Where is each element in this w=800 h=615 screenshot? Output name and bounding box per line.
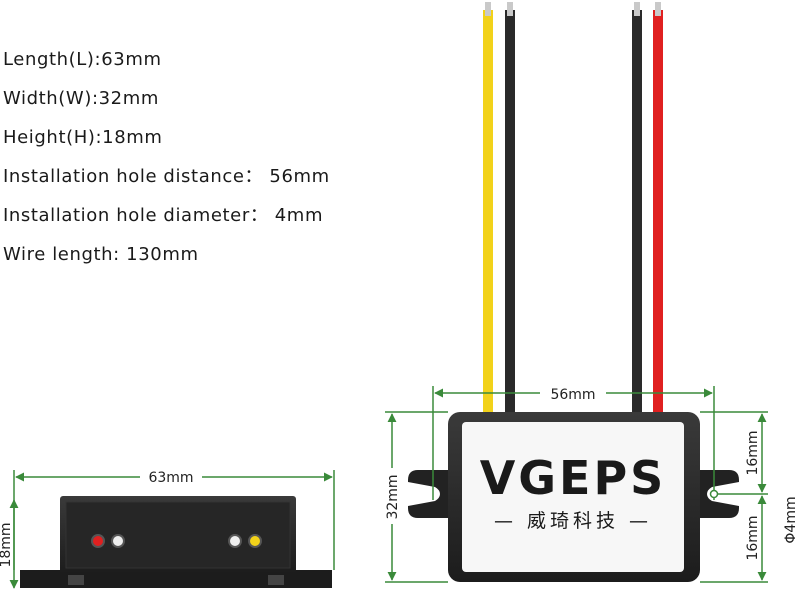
- flange-right: [692, 470, 739, 518]
- side-view: 63mm 18mm: [0, 466, 335, 589]
- brand-logo: VGEPS: [480, 451, 667, 505]
- hole-distance-label: 56mm: [550, 387, 595, 403]
- wire-tip-2: [507, 2, 513, 16]
- wire-tip-3: [634, 2, 640, 16]
- spec-width: Width(W):32mm: [3, 88, 159, 109]
- wire-tip-1: [485, 2, 491, 16]
- spec-wire-length: Wire length: 130mm: [3, 244, 199, 265]
- width-label: 32mm: [385, 474, 401, 519]
- spec-hole-distance: Installation hole distance： 56mm: [3, 166, 330, 187]
- wire-black-left: [505, 10, 515, 425]
- wire-tip-4: [655, 2, 661, 16]
- side-flange-slot-left: [68, 575, 84, 585]
- length-label: 63mm: [148, 470, 193, 486]
- flange-left: [408, 470, 455, 518]
- side-flange-slot-right: [268, 575, 284, 585]
- wires: [483, 2, 663, 425]
- wire-yellow: [483, 10, 493, 425]
- spec-hole-diameter: Installation hole diameter： 4mm: [3, 205, 324, 226]
- top-view: VGEPS — 威琦科技 — 56mm 32mm 16mm 16mm Φ4mm: [381, 2, 799, 583]
- hole-diameter-label: Φ4mm: [783, 496, 799, 543]
- wire-end-white-left: [111, 534, 125, 548]
- wire-end-white-right: [228, 534, 242, 548]
- spec-list: Length(L):63mm Width(W):32mm Height(H):1…: [3, 40, 330, 274]
- brand-subtitle: — 威琦科技 —: [494, 510, 652, 532]
- spec-length: Length(L):63mm: [3, 49, 162, 70]
- wire-end-yellow: [248, 534, 262, 548]
- mounting-hole-marker: [709, 489, 719, 499]
- upper-half-label: 16mm: [745, 430, 761, 475]
- height-label: 18mm: [0, 522, 14, 567]
- label-face: [462, 422, 684, 572]
- side-flange: [20, 570, 332, 588]
- wire-red: [653, 10, 663, 425]
- wire-end-red: [91, 534, 105, 548]
- spec-height: Height(H):18mm: [3, 127, 163, 148]
- lower-half-label: 16mm: [745, 515, 761, 560]
- wire-black-right: [632, 10, 642, 425]
